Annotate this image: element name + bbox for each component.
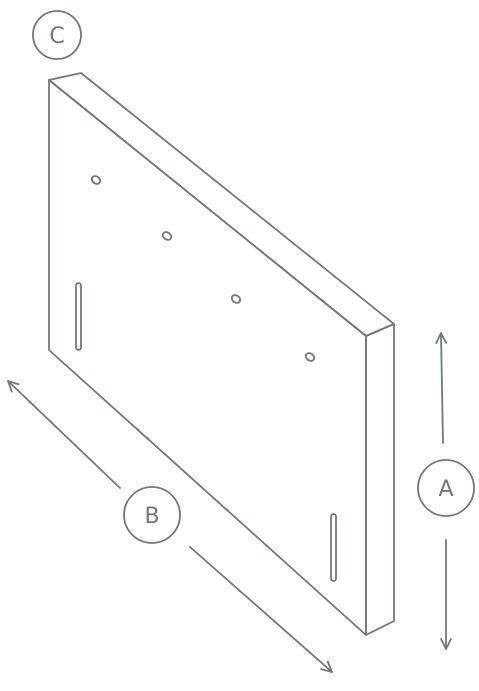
mounting-hole: [161, 231, 173, 241]
mounting-holes: [90, 175, 316, 362]
dimension-b-arrow-lower: [189, 546, 333, 673]
dimension-a-badge: [417, 459, 475, 517]
dimension-a-label: A: [438, 477, 453, 502]
dimension-b: B: [7, 380, 333, 673]
dimension-a-arrow-up: [435, 332, 448, 444]
dimension-b-arrow-upper: [7, 380, 121, 489]
mounting-slot: [330, 513, 337, 582]
panel: [48, 72, 395, 636]
dimension-b-label: B: [144, 504, 159, 529]
dimension-c: C: [32, 10, 82, 60]
panel-top-edge: [48, 72, 395, 337]
mounting-slots: [75, 282, 337, 582]
mounting-hole: [90, 175, 102, 185]
dimension-b-badge: [123, 486, 181, 544]
dimension-c-badge: [32, 10, 82, 60]
mounting-hole: [230, 294, 242, 304]
dimension-a: A: [417, 332, 475, 650]
mounting-slot: [75, 282, 82, 351]
mounting-hole: [304, 352, 316, 362]
dimension-c-label: C: [49, 24, 64, 49]
panel-front-face: [48, 79, 367, 636]
panel-side-edge: [365, 323, 395, 636]
